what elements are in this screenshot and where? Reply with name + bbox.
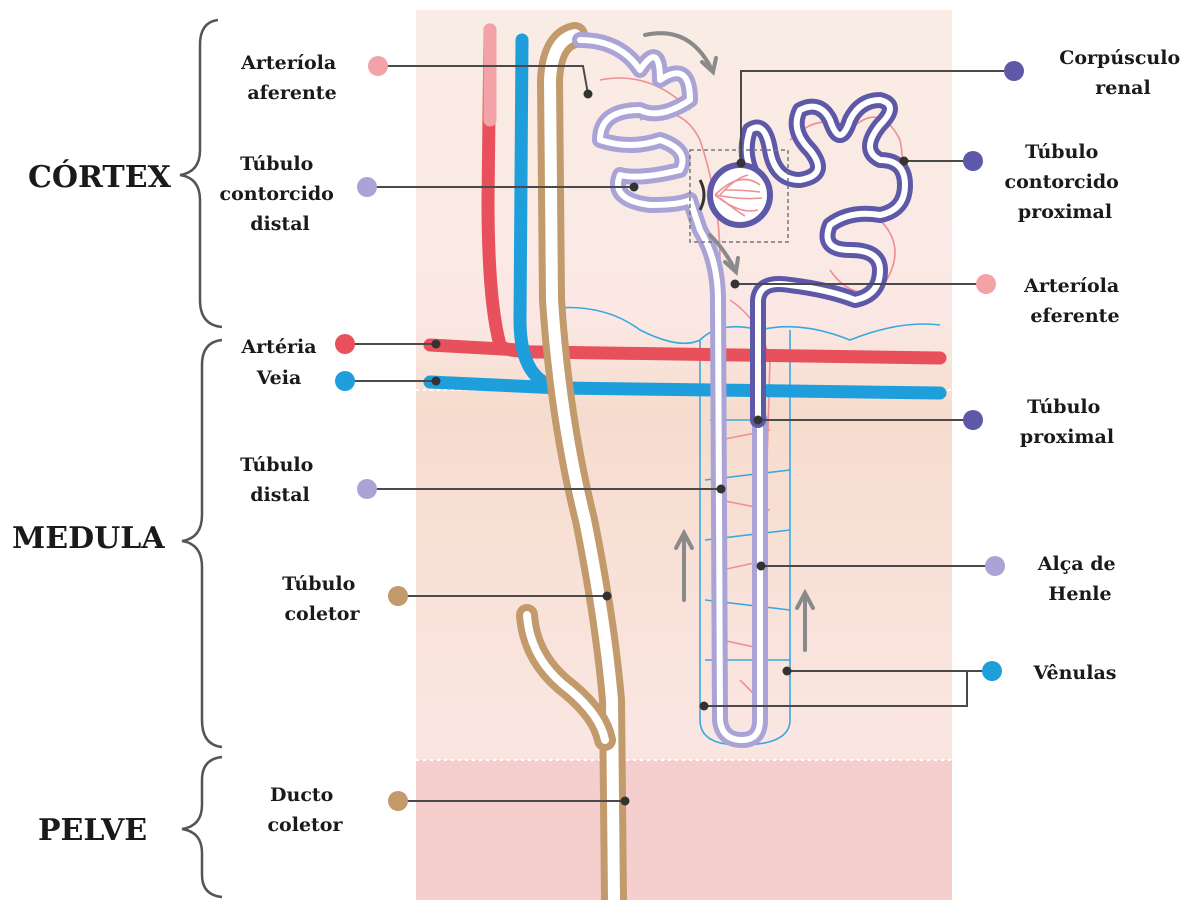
marker-corpusculo-renal (1004, 61, 1024, 81)
label-alca-de-henle: Alça de Henle (1037, 553, 1122, 605)
marker-arteria (335, 334, 355, 354)
region-braces (180, 20, 222, 897)
artery-horizontal (430, 345, 520, 350)
label-tubulo-coletor: Túbulo coletor (282, 573, 362, 625)
label-veia: Veia (256, 367, 302, 389)
label-venulas: Vênulas (1033, 662, 1117, 684)
region-medula-label: MEDULA (12, 521, 165, 556)
label-ducto-coletor: Ducto coletor (267, 784, 343, 836)
marker-veia (335, 371, 355, 391)
marker-arteriola-eferente (976, 274, 996, 294)
marker-tubulo-proximal (963, 410, 983, 430)
label-tubulo-contorcido-proximal: Túbulo contorcido proximal (1005, 141, 1126, 223)
region-pelve-label: PELVE (38, 813, 147, 848)
marker-tubulo-coletor (388, 586, 408, 606)
cortex-brace (180, 20, 222, 327)
label-arteria: Artéria (240, 336, 316, 358)
medulla-brace (182, 340, 222, 747)
label-tubulo-proximal: Túbulo proximal (1020, 396, 1114, 448)
region-cortex-label: CÓRTEX (28, 159, 172, 195)
vein-horizontal (430, 382, 560, 388)
label-tubulo-distal: Túbulo distal (240, 454, 320, 506)
label-corpusculo-renal: Corpúsculo renal (1059, 47, 1187, 99)
marker-venulas (982, 661, 1002, 681)
marker-ducto-coletor (388, 791, 408, 811)
marker-tubulo-contorcido-distal (357, 177, 377, 197)
marker-tubulo-contorcido-proximal (963, 151, 983, 171)
pelvis-background (416, 760, 952, 900)
label-arteriola-eferente: Arteríola eferente (1023, 275, 1126, 327)
marker-tubulo-distal (357, 479, 377, 499)
label-arteriola-aferente: Arteríola aferente (240, 52, 343, 104)
label-tubulo-contorcido-distal: Túbulo contorcido distal (220, 153, 341, 235)
marker-alca-de-henle (985, 556, 1005, 576)
marker-arteriola-aferente (368, 56, 388, 76)
pelvis-brace (182, 757, 222, 897)
